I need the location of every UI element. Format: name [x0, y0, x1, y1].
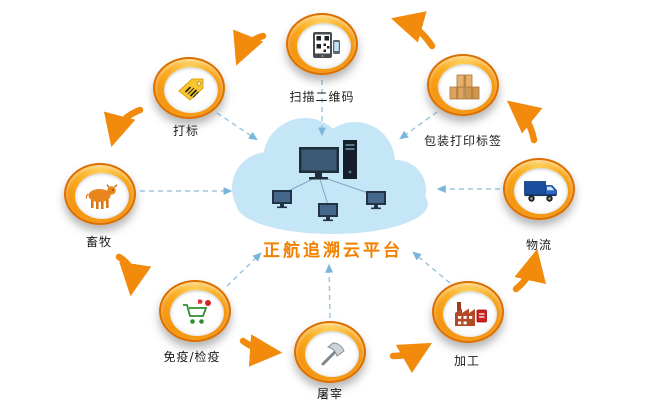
- node-ring: [432, 281, 504, 343]
- node-ring: [159, 280, 231, 342]
- node-pack-label: [427, 54, 499, 116]
- server-tower-icon: [343, 140, 357, 179]
- packing-boxes-icon: [449, 74, 480, 100]
- truck-icon: [524, 181, 557, 202]
- node-label-pack-label: 包装打印标签: [423, 134, 503, 148]
- node-label-livestock: 畜牧: [85, 235, 113, 249]
- node-ring: [64, 163, 136, 225]
- node-label-processing: 加工: [453, 354, 481, 368]
- node-quarantine: [159, 280, 231, 342]
- node-ring: [503, 158, 575, 220]
- node-ring: [427, 54, 499, 116]
- node-ring: [294, 321, 366, 383]
- factory-icon: [455, 302, 487, 326]
- node-label-marking: 打标: [172, 124, 200, 138]
- node-logistics: [503, 158, 575, 220]
- server-monitor-icon: [299, 147, 339, 180]
- node-processing: [432, 281, 504, 343]
- cow-icon: [85, 184, 118, 209]
- dashed-links: [140, 80, 500, 319]
- node-scan-qr: [286, 13, 358, 75]
- node-slaughter: [294, 321, 366, 383]
- node-livestock: [64, 163, 136, 225]
- node-label-slaughter: 屠宰: [316, 387, 344, 401]
- node-label-scan-qr: 扫描二维码: [289, 90, 355, 104]
- tag-icon: [178, 78, 204, 101]
- platform-title: 正航追溯云平台: [263, 241, 403, 261]
- axe-icon: [321, 342, 345, 366]
- node-label-logistics: 物流: [525, 238, 553, 252]
- node-label-quarantine: 免疫/检疫: [163, 350, 221, 364]
- node-marking: [153, 57, 225, 119]
- node-ring: [153, 57, 225, 119]
- flow-arrows: [103, 11, 547, 374]
- cart-icon: [183, 299, 211, 324]
- qr-scanner-icon: [313, 32, 340, 58]
- node-ring: [286, 13, 358, 75]
- client-monitor-icon: [272, 190, 386, 222]
